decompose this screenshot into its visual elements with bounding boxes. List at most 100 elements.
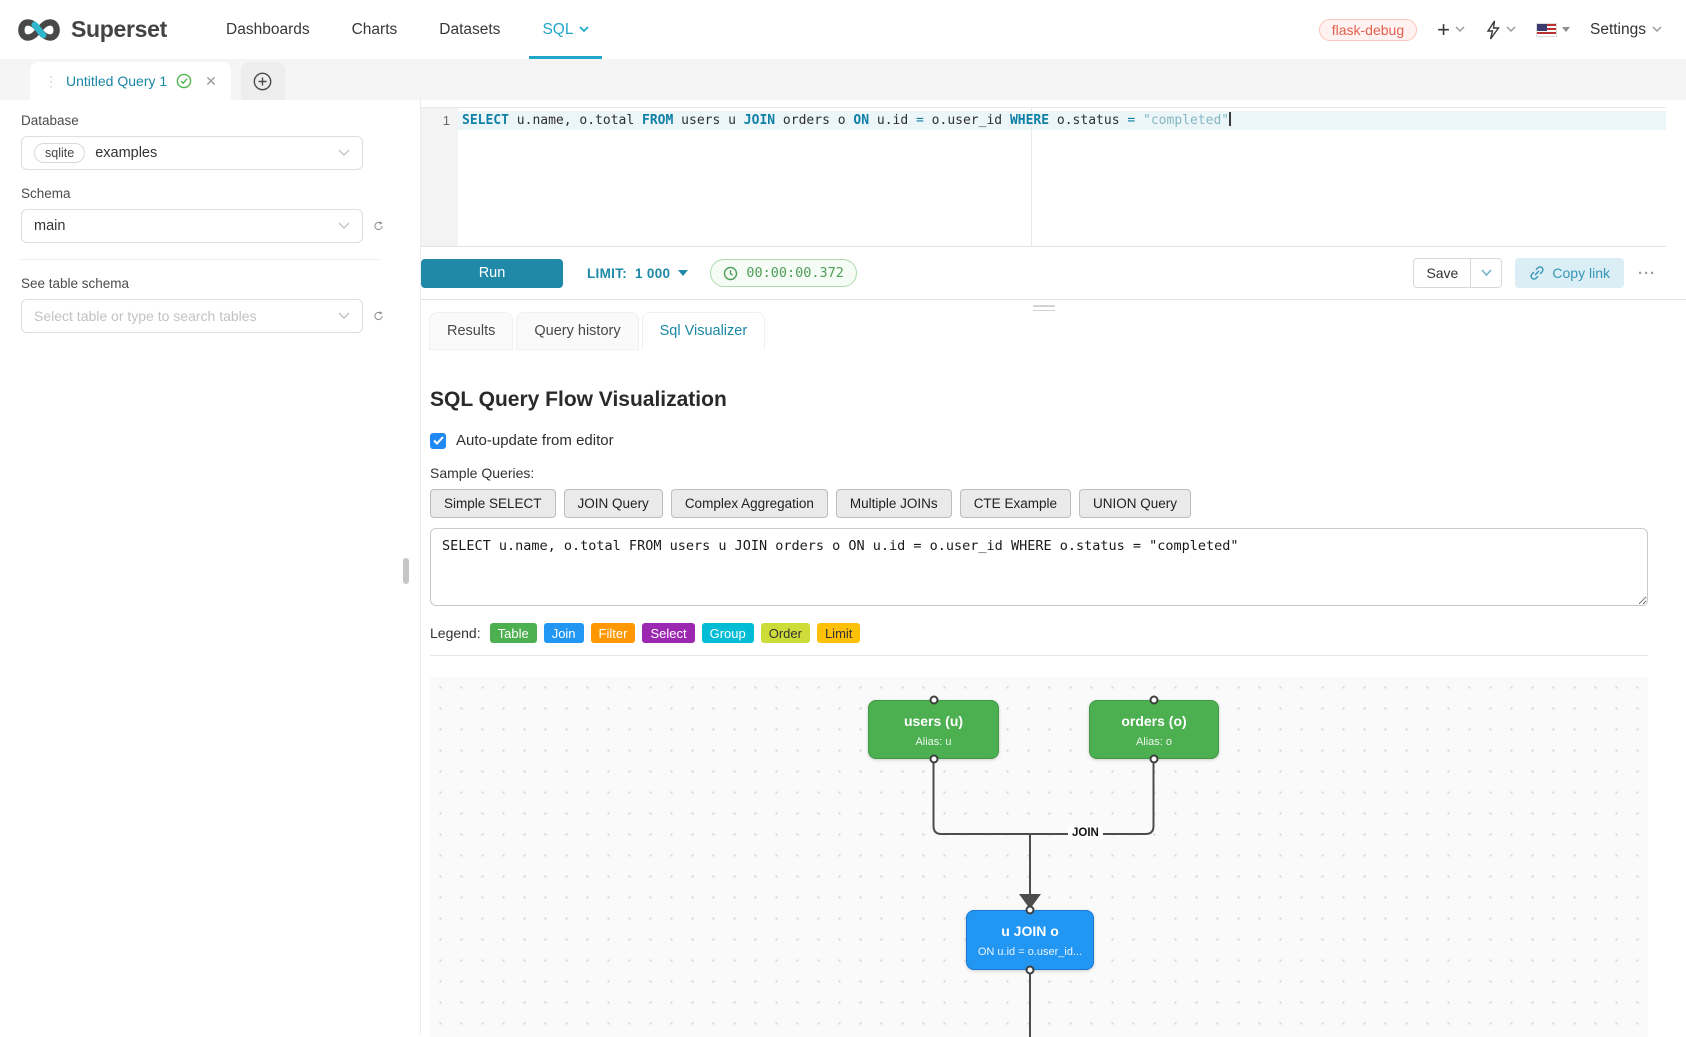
schema-select-value: main bbox=[34, 218, 66, 234]
database-select-value: examples bbox=[95, 145, 158, 161]
flow-node-join[interactable]: u JOIN o ON u.id = o.user_id... bbox=[966, 910, 1094, 970]
flow-canvas[interactable]: users (u) Alias: u orders (o) Alias: o u… bbox=[430, 677, 1648, 1037]
sample-query-button-simple-select[interactable]: Simple SELECT bbox=[430, 489, 556, 518]
refresh-icon[interactable] bbox=[373, 217, 384, 235]
settings-menu[interactable]: Settings bbox=[1590, 21, 1662, 39]
node-title: users (u) bbox=[903, 713, 964, 729]
new-query-tab-button[interactable] bbox=[240, 62, 285, 100]
tab-sql-visualizer[interactable]: Sql Visualizer bbox=[641, 312, 766, 350]
chevron-down-icon bbox=[338, 222, 350, 230]
database-engine-badge: sqlite bbox=[34, 143, 86, 163]
elapsed-time: 00:00:00.372 bbox=[746, 265, 844, 281]
legend-badge-limit: Limit bbox=[816, 623, 861, 643]
schema-select[interactable]: main bbox=[21, 209, 363, 243]
node-handle[interactable] bbox=[1025, 965, 1035, 975]
auto-update-label[interactable]: Auto-update from editor bbox=[456, 432, 614, 449]
node-handle[interactable] bbox=[1025, 905, 1035, 915]
sql-code-line: SELECT u.name, o.total FROM users u JOIN… bbox=[458, 108, 1666, 130]
tab-query-history[interactable]: Query history bbox=[516, 312, 639, 350]
check-icon bbox=[432, 436, 444, 445]
sql-token: SELECT bbox=[462, 113, 509, 128]
sqllab-main-panel: 1 SELECT u.name, o.total FROM users u JO… bbox=[420, 100, 1686, 1037]
database-select[interactable]: sqlite examples bbox=[21, 136, 363, 170]
sql-token: o.user_id bbox=[923, 113, 1010, 128]
nav-item-label: Datasets bbox=[439, 20, 501, 38]
limit-value: 1 000 bbox=[635, 265, 671, 281]
node-handle[interactable] bbox=[1149, 754, 1159, 764]
active-line-highlight bbox=[458, 111, 1666, 130]
nav-item-sql[interactable]: SQL bbox=[521, 0, 610, 59]
sql-token: WHERE bbox=[1009, 113, 1050, 128]
circled-plus-icon bbox=[254, 72, 272, 90]
run-button[interactable]: Run bbox=[421, 258, 563, 288]
settings-label: Settings bbox=[1589, 20, 1646, 38]
drag-dots-icon[interactable]: ⋮ bbox=[44, 72, 58, 89]
node-subtitle: ON u.id = o.user_id... bbox=[977, 946, 1083, 958]
sql-token: users u bbox=[673, 113, 744, 128]
database-label: Database bbox=[21, 113, 79, 128]
table-select[interactable]: Select table or type to search tables bbox=[21, 299, 363, 333]
panel-scrollbar-thumb[interactable] bbox=[403, 558, 409, 584]
sql-token: = bbox=[916, 113, 924, 128]
legend-label: Legend: bbox=[430, 625, 481, 641]
save-button[interactable]: Save bbox=[1413, 258, 1472, 288]
language-picker[interactable] bbox=[1535, 22, 1570, 37]
environment-tag: flask-debug bbox=[1318, 18, 1418, 41]
pane-resize-handle[interactable] bbox=[1033, 305, 1055, 314]
legend-badge-group: Group bbox=[701, 623, 754, 643]
query-shortcut-menu[interactable] bbox=[1485, 20, 1516, 40]
nav-item-charts[interactable]: Charts bbox=[331, 0, 419, 59]
sample-query-button-multiple-joins[interactable]: Multiple JOINs bbox=[835, 489, 952, 518]
clock-icon bbox=[724, 266, 738, 280]
node-title: u JOIN o bbox=[1001, 923, 1059, 939]
auto-update-checkbox[interactable] bbox=[430, 432, 446, 449]
refresh-icon[interactable] bbox=[373, 307, 384, 325]
tab-results[interactable]: Results bbox=[429, 312, 514, 350]
chevron-down-icon bbox=[1481, 269, 1492, 277]
limit-label: LIMIT: bbox=[587, 265, 628, 281]
sidebar-divider bbox=[21, 259, 379, 260]
sample-query-button-union-query[interactable]: UNION Query bbox=[1078, 489, 1191, 518]
node-handle[interactable] bbox=[929, 754, 938, 764]
new-item-menu[interactable]: + bbox=[1437, 18, 1465, 41]
legend-badge-join: Join bbox=[543, 623, 584, 643]
superset-logo[interactable]: Superset bbox=[16, 15, 167, 45]
chevron-down-icon bbox=[1652, 26, 1662, 33]
close-icon[interactable]: ✕ bbox=[205, 72, 217, 89]
print-margin-line bbox=[1031, 108, 1032, 246]
copy-link-button[interactable]: Copy link bbox=[1515, 258, 1624, 288]
nav-item-dashboards[interactable]: Dashboards bbox=[205, 0, 331, 59]
flow-node-orders[interactable]: orders (o) Alias: o bbox=[1089, 700, 1219, 759]
legend-badge-filter: Filter bbox=[590, 623, 636, 643]
brand-name: Superset bbox=[71, 16, 168, 42]
sample-query-button-join-query[interactable]: JOIN Query bbox=[563, 489, 663, 518]
sqllab-left-sidebar: Database sqlite examples Schema main See… bbox=[0, 100, 400, 1034]
flow-node-users[interactable]: users (u) Alias: u bbox=[868, 700, 999, 759]
sql-token: u.name, o.total bbox=[508, 113, 643, 128]
superset-infinity-icon bbox=[18, 18, 60, 41]
limit-dropdown[interactable]: LIMIT: 1 000 bbox=[587, 265, 689, 281]
more-menu-button[interactable]: ··· bbox=[1638, 264, 1656, 282]
save-options-button[interactable] bbox=[1471, 258, 1503, 288]
sql-token: ON bbox=[853, 113, 870, 128]
sample-query-button-cte-example[interactable]: CTE Example bbox=[959, 489, 1071, 518]
node-handle[interactable] bbox=[1149, 695, 1159, 705]
sql-token: "completed" bbox=[1143, 113, 1230, 128]
sample-query-button-complex-aggregation[interactable]: Complex Aggregation bbox=[670, 489, 828, 518]
query-tab-untitled-query-1[interactable]: ⋮ Untitled Query 1 ✕ bbox=[30, 62, 231, 100]
sql-token: JOIN bbox=[743, 113, 776, 128]
nav-item-label: Charts bbox=[351, 20, 398, 38]
section-divider bbox=[430, 655, 1648, 656]
schema-label: Schema bbox=[21, 186, 71, 201]
line-number: 1 bbox=[442, 113, 450, 128]
chevron-down-icon bbox=[338, 312, 350, 320]
legend-badge-select: Select bbox=[642, 623, 695, 643]
chevron-down-icon bbox=[579, 26, 590, 33]
table-select-placeholder: Select table or type to search tables bbox=[34, 308, 257, 324]
editor-code-area[interactable]: SELECT u.name, o.total FROM users u JOIN… bbox=[458, 108, 1666, 246]
node-handle[interactable] bbox=[929, 695, 938, 705]
nav-item-datasets[interactable]: Datasets bbox=[418, 0, 521, 59]
sql-text-input[interactable]: SELECT u.name, o.total FROM users u JOIN… bbox=[430, 528, 1648, 606]
